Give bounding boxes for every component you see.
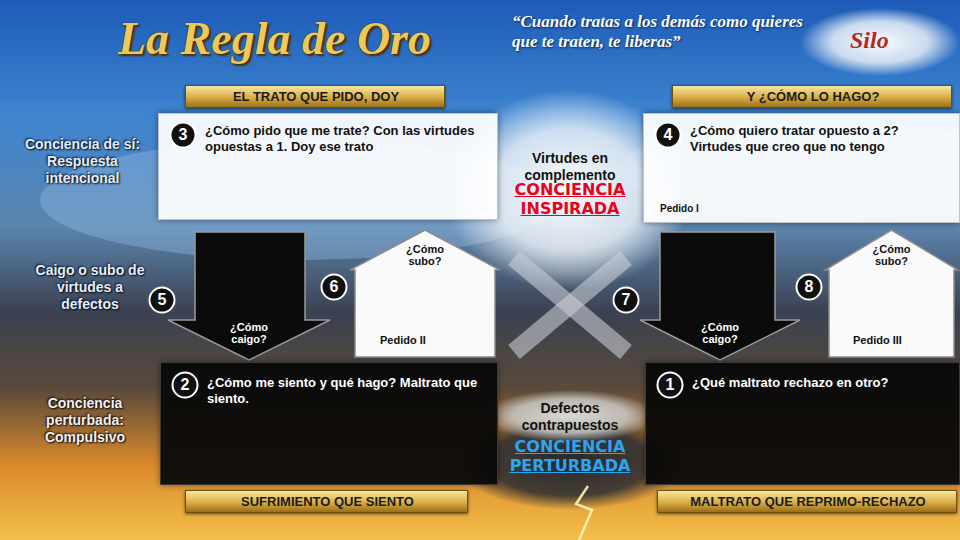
callout-number: 7 [612, 286, 640, 314]
callout-number: 4 [654, 121, 682, 149]
center-label: Defectos contrapuestos [515, 400, 625, 434]
header-banner: EL TRATO QUE PIDO, DOY [185, 85, 445, 108]
box-text: ¿Qué maltrato rechazo en otro? [692, 375, 952, 391]
callout-number: 8 [795, 273, 823, 301]
state-label: CONCIENCIA PERTURBADA [490, 437, 650, 475]
box-text: ¿Cómo caigo? [690, 321, 750, 345]
rise-arrow: ¿Cómo subo? Pedido II [350, 230, 500, 357]
callout-number-text: 3 [169, 121, 197, 149]
cross-bar [514, 258, 626, 352]
arrow-outline [168, 232, 330, 360]
arrow-outline [350, 230, 500, 357]
banner-text: MALTRATO QUE REPRIMO-RECHAZO [658, 494, 958, 510]
state-label: CONCIENCIA INSPIRADA [490, 180, 650, 218]
fall-arrow: ¿Cómo caigo? [640, 232, 800, 360]
step-box: ¿Qué maltrato rechazo en otro? 1 [645, 362, 960, 485]
box-text: Pedido I [660, 202, 780, 215]
sky-glow [800, 8, 960, 76]
callout-number-text: 8 [795, 273, 823, 301]
header-banner: Y ¿CÓMO LO HAGO? [672, 85, 952, 108]
main-title: La Regla de Oro [118, 12, 431, 65]
fall-arrow: ¿Cómo caigo? [168, 232, 330, 360]
callout-number-text: 7 [612, 286, 640, 314]
signature: Silo [850, 26, 920, 55]
box-text: ¿Cómo caigo? [219, 321, 279, 345]
callout-number: 5 [148, 286, 176, 314]
banner-text: SUFRIMIENTO QUE SIENTO [186, 494, 469, 510]
callout-number: 3 [169, 121, 197, 149]
step-box: ¿Cómo quiero tratar opuesto a 2? Virtude… [643, 113, 960, 223]
box-text: ¿Cómo subo? [862, 243, 922, 267]
header-banner: MALTRATO QUE REPRIMO-RECHAZO [657, 490, 957, 513]
banner-text: Y ¿CÓMO LO HAGO? [673, 89, 953, 105]
callout-number: 2 [171, 371, 199, 399]
box-text: ¿Cómo quiero tratar opuesto a 2? Virtude… [690, 123, 952, 155]
step-box: ¿Cómo me siento y qué hago? Maltrato que… [160, 362, 498, 485]
header-banner: SUFRIMIENTO QUE SIENTO [185, 490, 468, 513]
banner-text: EL TRATO QUE PIDO, DOY [186, 89, 446, 105]
callout-number-text: 5 [148, 286, 176, 314]
box-text: ¿Cómo subo? [395, 243, 455, 267]
lightning [576, 486, 592, 540]
box-text: Pedido II [380, 334, 480, 347]
row-label: Conciencia de sí: Respuesta intencional [10, 136, 155, 186]
box-text: ¿Cómo me siento y qué hago? Maltrato que… [207, 375, 489, 407]
box-text: Pedido III [853, 334, 953, 347]
box-text: ¿Cómo pido que me trate? Con las virtude… [205, 123, 489, 155]
callout-number: 6 [320, 273, 348, 301]
callout-number-text: 2 [171, 371, 199, 399]
grey-cloud [482, 390, 658, 442]
cross-symbol [514, 258, 626, 352]
rise-arrow: ¿Cómo subo? Pedido III [825, 230, 958, 357]
cross-bar [514, 258, 626, 352]
callout-number-text: 4 [654, 121, 682, 149]
callout-number-text: 1 [656, 371, 684, 399]
row-label: Caigo o subo de virtudes a defectos [30, 262, 150, 312]
callout-number: 1 [656, 371, 684, 399]
callout-number-text: 6 [320, 273, 348, 301]
arrow-outline [640, 232, 800, 360]
arrow-outline [825, 230, 958, 357]
row-label: Conciencia perturbada: Compulsivo [15, 395, 155, 445]
center-label: Virtudes en complemento [500, 150, 640, 184]
quote-text: “Cuando tratas a los demás como quieres … [512, 12, 812, 53]
step-box: ¿Cómo pido que me trate? Con las virtude… [158, 113, 498, 220]
